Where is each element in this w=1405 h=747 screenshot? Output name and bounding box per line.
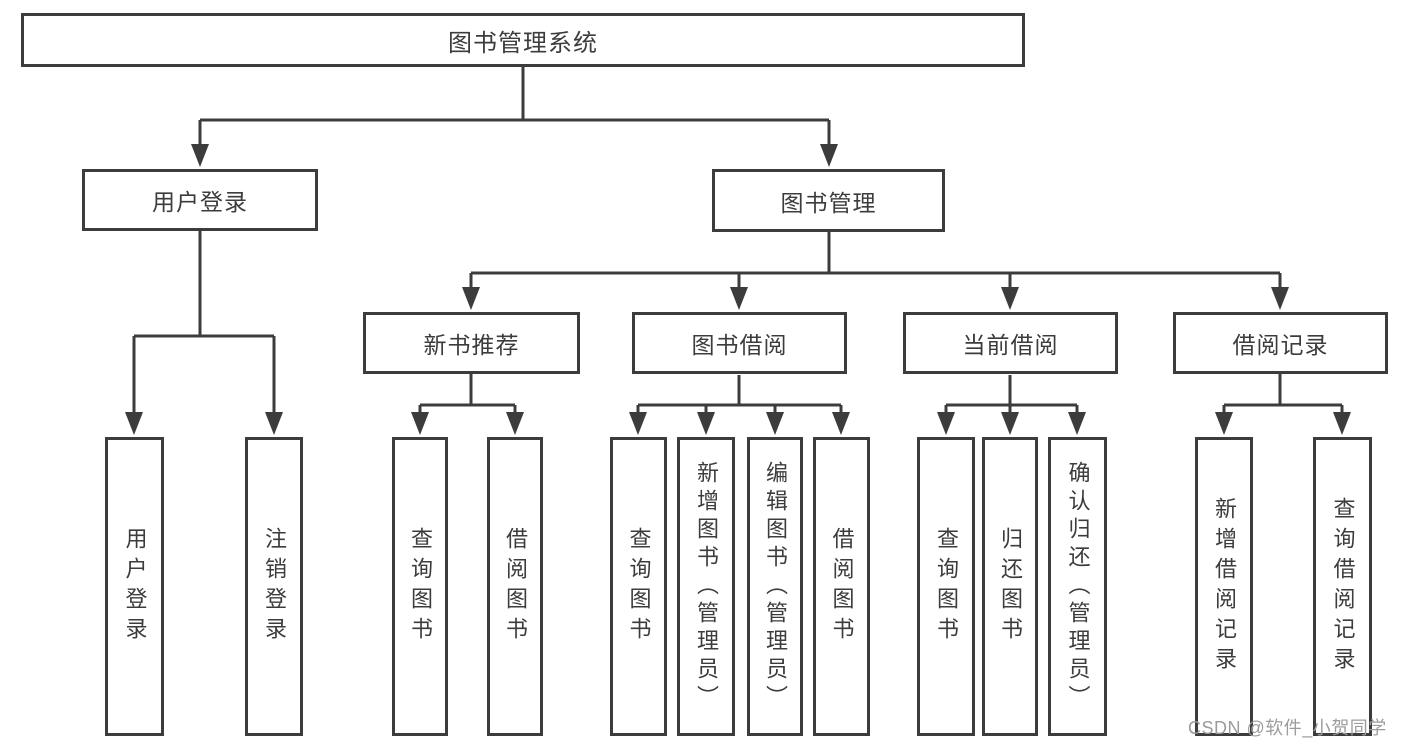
node-new-book-recommendation: 新书推荐 — [363, 312, 580, 374]
leaf-query-borrow-record: 查询借阅记录 — [1313, 437, 1372, 736]
leaf-user-login: 用户登录 — [105, 437, 164, 736]
leaf-confirm-return-admin: 确认归还（管理员） — [1048, 437, 1107, 736]
arrow-down-icon — [1001, 412, 1019, 435]
arrow-down-icon — [506, 412, 524, 435]
leaf-query-books-borrowing: 查询图书 — [610, 437, 667, 736]
arrow-down-icon — [462, 287, 480, 310]
leaf-return-books: 归还图书 — [982, 437, 1038, 736]
arrow-down-icon — [629, 412, 647, 435]
leaf-query-books-recommend: 查询图书 — [392, 437, 448, 736]
arrow-down-icon — [411, 412, 429, 435]
arrow-down-icon — [937, 412, 955, 435]
arrow-down-icon — [820, 144, 838, 167]
node-current-borrowing: 当前借阅 — [903, 312, 1118, 374]
node-book-management: 图书管理 — [712, 169, 945, 232]
leaf-borrow-books-borrowing: 借阅图书 — [813, 437, 870, 736]
node-book-borrowing: 图书借阅 — [632, 312, 847, 374]
leaf-add-borrow-record: 新增借阅记录 — [1195, 437, 1253, 736]
arrowhead-icons — [125, 144, 1351, 435]
node-user-login: 用户登录 — [82, 169, 318, 231]
arrow-down-icon — [730, 287, 748, 310]
arrow-down-icon — [1271, 287, 1289, 310]
arrow-down-icon — [265, 412, 283, 435]
node-borrowing-records: 借阅记录 — [1173, 312, 1388, 374]
arrow-down-icon — [766, 412, 784, 435]
leaf-add-books-admin: 新增图书（管理员） — [677, 437, 735, 736]
node-library-management-system: 图书管理系统 — [21, 13, 1025, 67]
arrow-down-icon — [832, 412, 850, 435]
arrow-down-icon — [1001, 287, 1019, 310]
arrow-down-icon — [125, 412, 143, 435]
leaf-borrow-books-recommend: 借阅图书 — [487, 437, 543, 736]
arrow-down-icon — [1068, 412, 1086, 435]
arrow-down-icon — [1333, 412, 1351, 435]
arrow-down-icon — [697, 412, 715, 435]
leaf-logout: 注销登录 — [245, 437, 303, 736]
leaf-edit-books-admin: 编辑图书（管理员） — [747, 437, 803, 736]
watermark-text: CSDN @软件_小贺同学 — [1188, 718, 1387, 738]
arrow-down-icon — [191, 144, 209, 167]
leaf-query-books-current: 查询图书 — [917, 437, 975, 736]
arrow-down-icon — [1215, 412, 1233, 435]
